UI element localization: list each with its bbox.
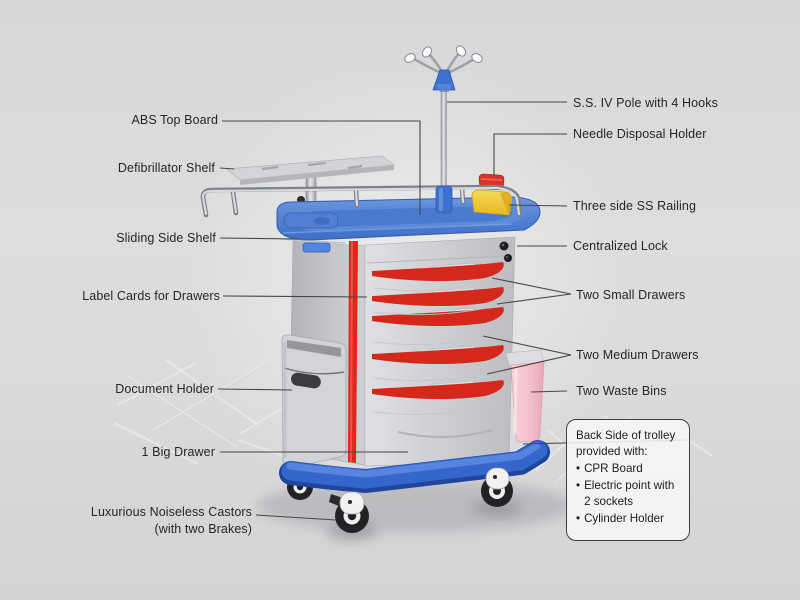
leader-medium-drawers xyxy=(482,335,572,375)
info-box-item-text: CPR Board xyxy=(584,461,643,475)
waste-bins xyxy=(505,349,545,443)
label-ss-railing: Three side SS Railing xyxy=(573,199,696,213)
label-defibrillator-shelf: Defibrillator Shelf xyxy=(117,161,215,175)
bullet-glyph: • xyxy=(576,461,581,475)
castor-front-right xyxy=(481,467,513,507)
abs-top-board xyxy=(276,196,541,241)
label-sliding-side-shelf: Sliding Side Shelf xyxy=(116,231,216,245)
sliding-side-shelf-handle xyxy=(302,242,331,253)
info-box-title-line1: Back Side of trolley xyxy=(576,429,676,442)
info-box-title: Back Side of trolley provided with: xyxy=(576,428,682,460)
leader-defibrillator-shelf xyxy=(219,167,235,170)
document-holder xyxy=(281,334,347,469)
label-castors-line2: (with two Brakes) xyxy=(154,521,252,536)
iv-pole-hook-tips xyxy=(404,45,483,63)
label-castors: Luxurious Noiseless Castors (with two Br… xyxy=(91,504,252,537)
label-document-holder: Document Holder xyxy=(115,382,214,396)
info-box-item: • Cylinder Holder xyxy=(576,511,682,527)
label-two-medium-drawers: Two Medium Drawers xyxy=(576,348,699,362)
document-holder-opening xyxy=(287,340,341,357)
castor-front-left xyxy=(329,491,369,533)
label-label-cards-for-drawers: Label Cards for Drawers xyxy=(82,289,220,303)
info-box-item: • CPR Board xyxy=(576,461,682,477)
defibrillator-shelf xyxy=(226,155,395,215)
bullet-glyph: • xyxy=(576,511,581,525)
castor-brake xyxy=(329,494,343,507)
back-side-info-box: Back Side of trolley provided with: • CP… xyxy=(566,419,690,541)
label-two-waste-bins: Two Waste Bins xyxy=(576,384,667,398)
big-drawer-recess xyxy=(397,429,493,438)
leader-small-drawers xyxy=(491,277,572,305)
info-box-item: • Electric point with 2 sockets xyxy=(576,478,682,510)
leader-castors xyxy=(255,514,337,521)
label-centralized-lock: Centralized Lock xyxy=(573,239,668,253)
label-two-small-drawers: Two Small Drawers xyxy=(576,288,686,302)
leader-label-cards xyxy=(222,295,368,298)
waste-bin-body xyxy=(510,361,545,443)
label-iv-pole: S.S. IV Pole with 4 Hooks xyxy=(573,96,718,110)
leader-sliding-side-shelf xyxy=(219,237,300,240)
leader-document-holder xyxy=(217,388,293,391)
bullet-glyph: • xyxy=(576,478,581,492)
label-big-drawer: 1 Big Drawer xyxy=(141,445,215,459)
board-cup-indent xyxy=(314,217,330,225)
leader-waste-bins xyxy=(530,390,568,393)
info-box-item-text: Cylinder Holder xyxy=(584,511,664,525)
leader-needle-holder xyxy=(493,133,567,176)
ss-railing xyxy=(200,184,523,218)
base-platform xyxy=(279,440,550,493)
document-holder-slot xyxy=(291,372,321,389)
iv-pole-collar xyxy=(435,185,453,214)
iv-pole xyxy=(404,45,483,209)
info-box-title-line2: provided with: xyxy=(576,444,648,458)
label-card-strips xyxy=(372,262,504,400)
centralized-lock xyxy=(499,241,512,262)
leader-railing xyxy=(508,204,568,207)
label-castors-line1: Luxurious Noiseless Castors xyxy=(90,505,252,519)
label-needle-disposal-holder: Needle Disposal Holder xyxy=(573,127,707,141)
leader-abs-top-board xyxy=(222,120,421,215)
info-box-item-text: Electric point with 2 sockets xyxy=(584,478,675,508)
label-abs-top-board: ABS Top Board xyxy=(131,113,218,127)
